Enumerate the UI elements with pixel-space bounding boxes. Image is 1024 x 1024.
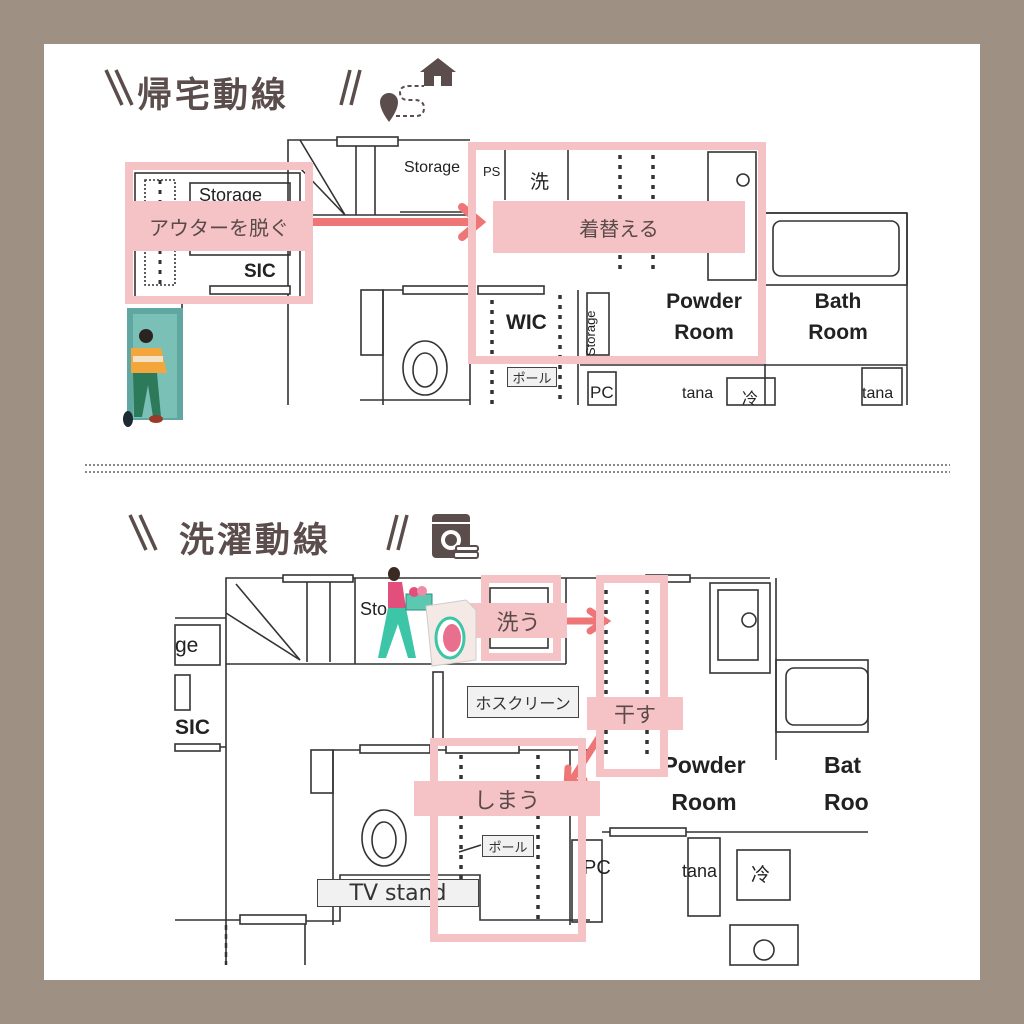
woman-laundry-illustration [378, 567, 477, 667]
pole-tag-2: ポール [482, 835, 534, 857]
powder-room-line2: Room [671, 789, 737, 815]
sic-label-2: SIC [175, 716, 211, 739]
step-put-away: しまう [414, 781, 600, 816]
bath-room-label: Bath Room [788, 286, 888, 348]
sic-label: SIC [244, 261, 276, 282]
person-entering-door-illustration [123, 308, 183, 427]
section-divider [85, 464, 950, 473]
pc-label: PC [590, 383, 614, 402]
ps-label: PS [483, 164, 501, 179]
storage-partial-label: ge [175, 634, 199, 657]
bath-room-line1: Bat [824, 752, 862, 778]
step-dry: 干す [587, 697, 683, 730]
wash-label: 洗 [530, 172, 550, 193]
fridge-label: 冷 [742, 391, 759, 408]
bath-room-line2: Roo [824, 789, 869, 815]
fridge-label-2: 冷 [751, 865, 771, 886]
section-title-homecoming: 帰宅動線 [137, 76, 290, 116]
home-route-icon [380, 58, 456, 122]
infographic-panel: 帰宅動線 Storage Storage PS 洗 SIC WIC Storag… [44, 44, 980, 980]
sic-storage-label: Storage [199, 185, 263, 205]
hoscreen-tag: ホスクリーン [467, 686, 579, 718]
tana-label-2: tana [862, 385, 894, 402]
tana-label-3: tana [682, 861, 718, 881]
powder-room-label: Powder Room [654, 286, 754, 348]
step-change-clothes: 着替える [493, 201, 745, 253]
pole-tag: ポール [507, 367, 557, 387]
section-title-laundry: 洗濯動線 [179, 521, 332, 561]
title-slashes [104, 69, 362, 106]
changing-highlight-frame [468, 142, 766, 364]
bath-room-label-2: Bat Roo [824, 747, 869, 821]
pc-label-2: PC [583, 857, 611, 879]
wic-label: WIC [506, 311, 547, 334]
tana-label: tana [682, 385, 714, 402]
powder-room-line1: Powder [666, 290, 742, 313]
bath-room-line2: Room [808, 321, 868, 344]
storage-label: Storage [404, 159, 461, 176]
powder-room-line2: Room [674, 321, 734, 344]
dry-highlight-frame [596, 575, 668, 777]
storage-label-2: Sto [360, 599, 388, 619]
powder-room-line1: Powder [662, 752, 746, 778]
storage-highlight-frame [430, 738, 586, 942]
powder-room-label-2: Powder Room [654, 747, 754, 821]
bath-room-line1: Bath [814, 290, 862, 313]
washing-machine-icon [432, 514, 479, 559]
step-take-off-outerwear: アウターを脱ぐ [125, 201, 313, 251]
step-wash: 洗う [470, 603, 567, 638]
